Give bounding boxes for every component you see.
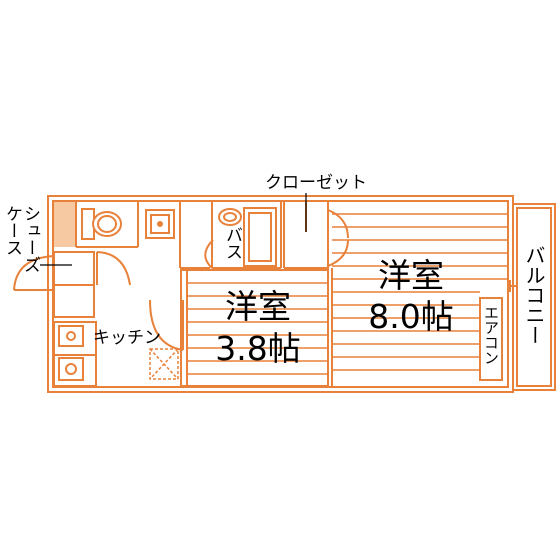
window-marks xyxy=(508,280,517,292)
aircon-label: エアコン xyxy=(482,305,500,365)
toilet-icon xyxy=(81,208,122,240)
floor-stripes-large xyxy=(332,213,508,371)
room-small-size: 3.8帖 xyxy=(215,329,300,368)
wash-basin-icon xyxy=(145,209,175,239)
balcony-label: バルコニー xyxy=(522,245,546,345)
bath-label: バス xyxy=(222,226,242,260)
bathtub-icon xyxy=(218,207,277,267)
room-large-size: 8.0帖 xyxy=(368,297,453,336)
fridge-space xyxy=(149,348,179,380)
room-large-name: 洋室 xyxy=(378,256,444,295)
leader-lines xyxy=(40,193,307,266)
shoe-case-label: シューズ ケース xyxy=(2,205,40,273)
balcony xyxy=(512,203,556,391)
floor-stripes-small xyxy=(187,282,328,375)
svg-text:ケース: ケース xyxy=(2,205,22,256)
closet-label: クローゼット xyxy=(265,173,367,193)
entrance-tile xyxy=(54,202,76,247)
svg-text:シューズ: シューズ xyxy=(20,205,40,273)
doors xyxy=(13,202,349,351)
interior-walls xyxy=(53,202,503,387)
kitchen-label: キッチン xyxy=(93,328,161,348)
kitchen-sink-icon xyxy=(58,325,84,381)
room-small-name: 洋室 xyxy=(225,287,291,326)
